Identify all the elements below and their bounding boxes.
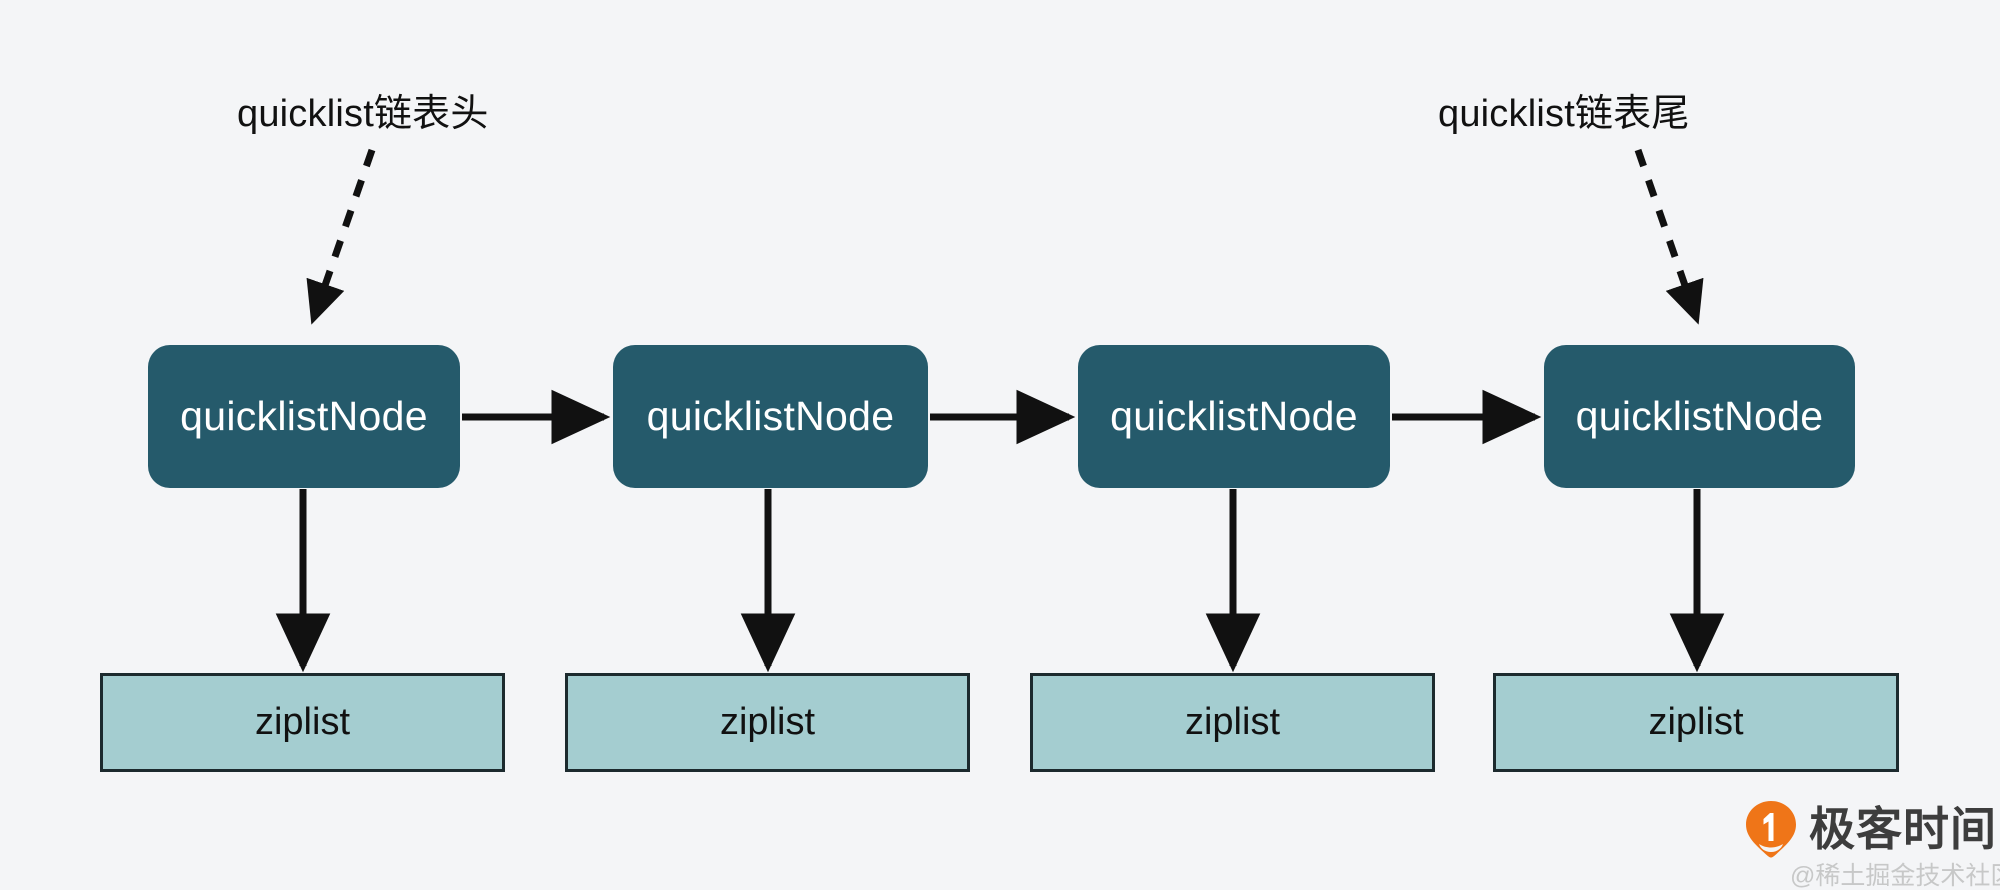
brand-name: 极客时间 [1809,803,1997,855]
quicklist-node-3[interactable]: quicklistNode [1078,345,1390,488]
ziplist-box-2[interactable]: ziplist [565,673,970,772]
geektime-pin-icon [1745,800,1797,858]
annotation-quicklist-head: quicklist链表头 [237,93,489,135]
quicklist-node-label: quicklistNode [646,393,895,439]
quicklist-node-1[interactable]: quicklistNode [148,345,460,488]
ziplist-label: ziplist [719,701,816,743]
ziplist-label: ziplist [254,701,351,743]
ziplist-label: ziplist [1648,701,1744,743]
annotation-quicklist-tail: quicklist链表尾 [1438,93,1690,135]
ziplist-label: ziplist [1184,701,1281,743]
quicklist-node-label: quicklistNode [180,393,428,439]
ziplist-box-3[interactable]: ziplist [1030,673,1435,772]
ziplist-box-4[interactable]: ziplist [1493,673,1899,772]
dashed-arrow-head [306,148,376,325]
quicklist-node-label: quicklistNode [1110,393,1358,439]
quicklist-node-2[interactable]: quicklistNode [613,345,928,488]
dashed-arrow-tail [1634,148,1704,325]
quicklist-node-label: quicklistNode [1575,393,1824,439]
ziplist-box-1[interactable]: ziplist [100,673,505,772]
source-watermark: @稀土掘金技术社区 [1790,862,2000,890]
quicklist-node-4[interactable]: quicklistNode [1544,345,1855,488]
brand-logo: 极客时间 [1745,800,1997,858]
